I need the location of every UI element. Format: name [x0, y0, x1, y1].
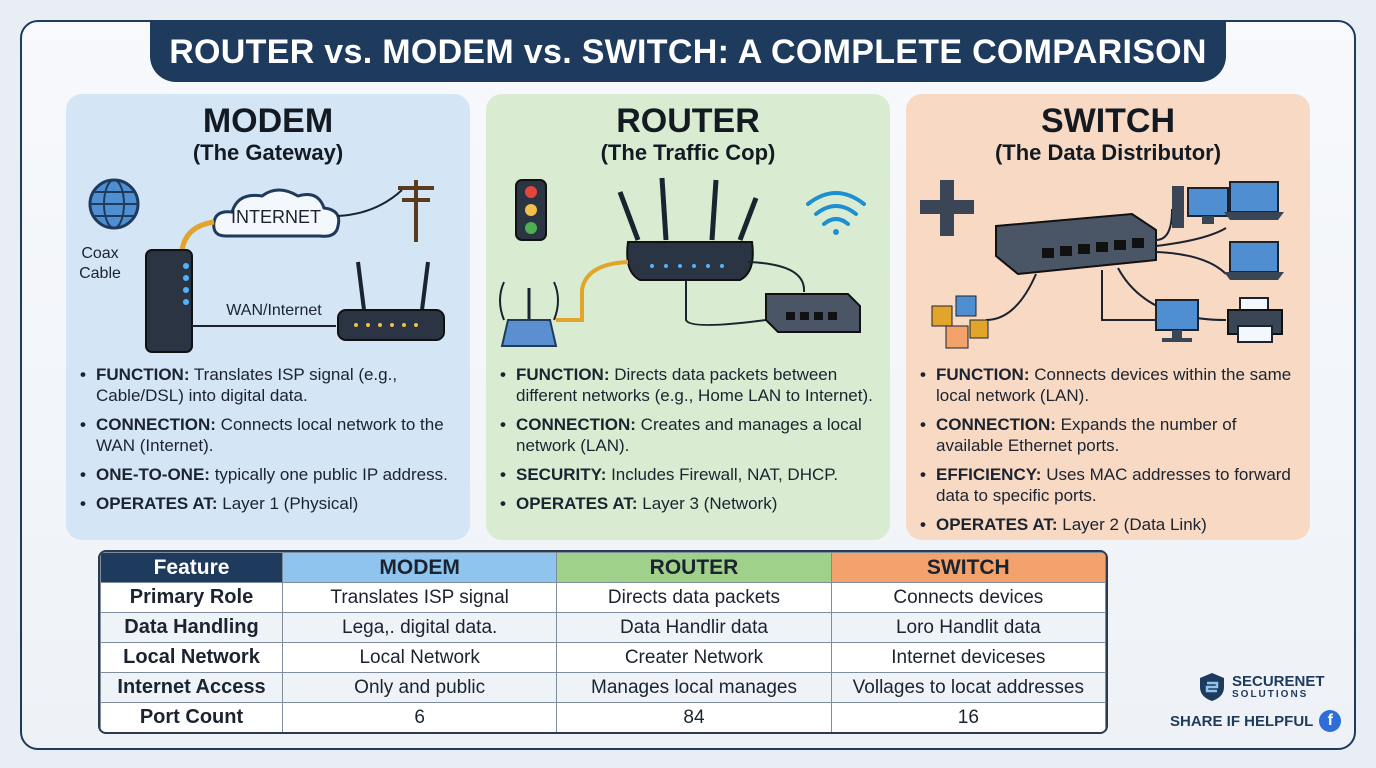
table-cell: Only and public: [281, 672, 558, 703]
table-cell: Data Handling: [100, 612, 283, 643]
switch-panel: SWITCH (The Data Distributor): [906, 94, 1310, 540]
cloud-icon: [212, 188, 341, 238]
traffic-light-icon: [515, 179, 547, 241]
switch-illustration: [920, 180, 1284, 349]
table-cell: Translates ISP signal: [281, 582, 558, 613]
modem-bullet-function: FUNCTION: Translates ISP signal (e.g., C…: [80, 364, 460, 406]
switch-subheading: (The Data Distributor): [994, 140, 1222, 165]
table-header-modem: MODEM: [281, 552, 558, 583]
table-row: Port Count 6 84 16: [100, 702, 1106, 732]
modem-device-icon: [145, 249, 193, 353]
share-prompt[interactable]: SHARE IF HELPFUL f: [1170, 710, 1342, 732]
table-cell: 84: [556, 702, 832, 732]
table-cell: 16: [830, 702, 1106, 732]
table-cell: Creater Network: [556, 642, 832, 673]
table-header-router: ROUTER: [556, 552, 832, 583]
table-cell: Lega,. digital data.: [281, 612, 558, 643]
table-cell: Data Handlir data: [556, 612, 832, 643]
router-heading: ROUTER: [616, 102, 760, 140]
coax-label-line1: Coax: [81, 245, 118, 262]
router-illustration: [499, 177, 866, 347]
globe-icon: [88, 178, 140, 230]
monitor-icon: [1155, 299, 1199, 342]
modem-heading: MODEM: [202, 102, 334, 140]
table-row: Data Handling Lega,. digital data. Data …: [100, 612, 1106, 643]
network-cross-icon: [920, 180, 974, 236]
modem-panel: MODEM (The Gateway) INTERNET Coax Cable: [66, 94, 470, 540]
modem-bullet-operates-at: OPERATES AT: Layer 1 (Physical): [80, 493, 460, 514]
router-bullets: FUNCTION: Directs data packets between d…: [500, 364, 880, 522]
data-cubes-icon: [931, 295, 989, 349]
table-row: Primary Role Translates ISP signal Direc…: [100, 582, 1106, 613]
desktop-computer-icon: [1172, 186, 1229, 228]
table-cell: Local Network: [281, 642, 558, 673]
utility-pole-icon: [398, 180, 434, 242]
laptop-icon-2: [1224, 241, 1284, 280]
table-cell: Primary Role: [100, 582, 283, 613]
facebook-icon[interactable]: f: [1319, 710, 1342, 732]
router-panel: ROUTER (The Traffic Cop): [486, 94, 890, 540]
internet-cloud-label: INTERNET: [231, 207, 321, 227]
table-cell: Vollages to locat addresses: [830, 672, 1106, 703]
table-row: Local Network Local Network Creater Netw…: [100, 642, 1106, 673]
modem-bullet-connection: CONNECTION: Connects local network to th…: [80, 414, 460, 456]
switch-bullet-function: FUNCTION: Connects devices within the sa…: [920, 364, 1300, 406]
switch-bullet-connection: CONNECTION: Expands the number of availa…: [920, 414, 1300, 456]
main-router-icon: [617, 177, 759, 281]
table-cell: Manages local manages: [556, 672, 832, 703]
modem-bullets: FUNCTION: Translates ISP signal (e.g., C…: [80, 364, 460, 522]
shield-icon: [1200, 673, 1224, 701]
small-switch-icon: [765, 293, 861, 333]
table-cell: Port Count: [100, 702, 283, 732]
modem-bullet-one-to-one: ONE-TO-ONE: typically one public IP addr…: [80, 464, 460, 485]
brand-logo: SECURENET SOLUTIONS: [1198, 672, 1348, 702]
wan-label: WAN/Internet: [226, 302, 322, 319]
table-cell: 6: [281, 702, 558, 732]
table-cell: Internet Access: [100, 672, 283, 703]
table-cell: Local Network: [100, 642, 283, 673]
switch-bullet-operates-at: OPERATES AT: Layer 2 (Data Link): [920, 514, 1300, 535]
router-bullet-connection: CONNECTION: Creates and manages a local …: [500, 414, 880, 456]
share-label: SHARE IF HELPFUL: [1170, 712, 1314, 730]
table-cell: Internet deviceses: [830, 642, 1106, 673]
router-bullet-security: SECURITY: Includes Firewall, NAT, DHCP.: [500, 464, 880, 485]
modem-subheading: (The Gateway): [192, 140, 344, 165]
table-header-feature: Feature: [100, 552, 283, 583]
switch-bullets: FUNCTION: Connects devices within the sa…: [920, 364, 1300, 543]
access-point-icon: [499, 281, 559, 347]
printer-icon: [1227, 297, 1283, 343]
router-bullet-function: FUNCTION: Directs data packets between d…: [500, 364, 880, 406]
modem-illustration: INTERNET Coax Cable WAN/Internet: [79, 178, 445, 353]
table-row: Internet Access Only and public Manages …: [100, 672, 1106, 703]
laptop-icon: [1224, 181, 1284, 220]
table-header-switch: SWITCH: [830, 552, 1106, 583]
page-title: ROUTER vs. MODEM vs. SWITCH: A COMPLETE …: [150, 22, 1226, 82]
table-header-row: Feature MODEM ROUTER SWITCH: [100, 552, 1106, 583]
switch-bullet-efficiency: EFFICIENCY: Uses MAC addresses to forwar…: [920, 464, 1300, 506]
comparison-table: Feature MODEM ROUTER SWITCH Primary Role…: [98, 550, 1108, 734]
switch-heading: SWITCH: [1040, 102, 1176, 140]
brand-subtitle: SOLUTIONS: [1232, 688, 1309, 700]
wifi-icon: [806, 191, 866, 235]
router-bullet-operates-at: OPERATES AT: Layer 3 (Network): [500, 493, 880, 514]
table-cell: Connects devices: [830, 582, 1106, 613]
coax-label-line2: Cable: [79, 265, 121, 282]
router-subheading: (The Traffic Cop): [600, 140, 776, 165]
router-device-icon: [337, 261, 445, 341]
brand-name: SECURENET: [1232, 672, 1325, 690]
table-cell: Loro Handlit data: [830, 612, 1106, 643]
switch-device-icon: [995, 212, 1157, 276]
table-cell: Directs data packets: [556, 582, 832, 613]
